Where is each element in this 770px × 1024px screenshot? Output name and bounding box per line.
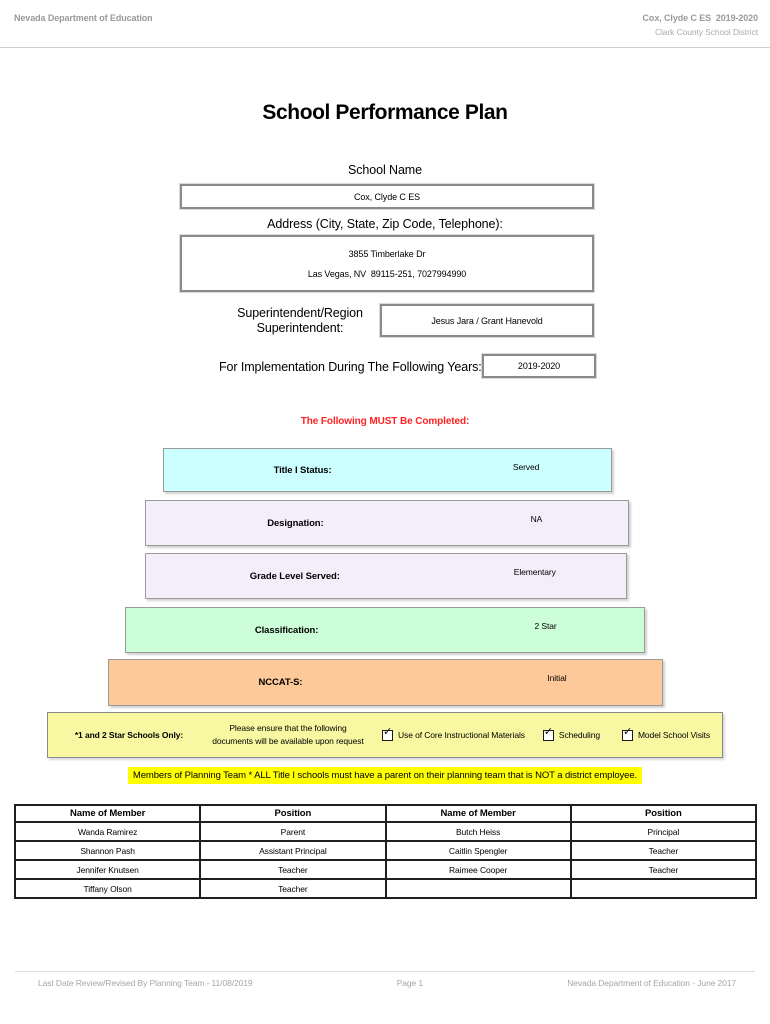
member-name-cell <box>384 878 572 899</box>
member-name-cell: Shannon Pash <box>13 840 202 861</box>
planning-team-notice-text: Members of Planning Team * ALL Title I s… <box>127 767 643 784</box>
star-schools-band: *1 and 2 Star Schools Only: Please ensur… <box>47 712 723 758</box>
header-district: Clark County School District <box>654 27 758 37</box>
checkbox-checked-icon[interactable]: ✓ <box>621 726 633 741</box>
member-name-cell: Jennifer Knutsen <box>13 859 202 880</box>
footer-revision-date: Last Date Review/Revised By Planning Tea… <box>38 978 253 988</box>
title1-status-label: Title I Status: <box>273 464 332 476</box>
grade-level-label: Grade Level Served: <box>249 570 340 582</box>
header-department: Nevada Department of Education <box>14 13 153 23</box>
table-row: Wanda Ramirez Parent Butch Heiss Princip… <box>13 821 758 842</box>
checkbox-model-visits[interactable]: ✓ Model School Visits <box>621 726 711 741</box>
member-name-cell: Raimee Cooper <box>384 859 572 880</box>
superintendent-label: Superintendent/Region Superintendent: <box>237 306 363 335</box>
page-title: School Performance Plan <box>262 101 508 124</box>
footer-divider <box>15 971 755 972</box>
star-schools-note: Please ensure that the following documen… <box>212 722 364 746</box>
checkbox-checked-icon[interactable]: ✓ <box>542 726 554 741</box>
must-complete-notice: The Following MUST Be Completed: <box>300 416 470 427</box>
implementation-years-field[interactable]: 2019-2020 <box>482 354 596 378</box>
col-header-name-2: Name of Member <box>384 804 572 823</box>
planning-team-notice: Members of Planning Team * ALL Title I s… <box>0 765 770 784</box>
checkbox-scheduling[interactable]: ✓ Scheduling <box>542 726 600 741</box>
member-position-cell: Teacher <box>199 859 387 880</box>
footer-page-number: Page 1 <box>396 978 424 988</box>
table-row: Jennifer Knutsen Teacher Raimee Cooper T… <box>13 859 758 880</box>
designation-row: Designation: NA <box>145 500 629 546</box>
member-name-cell: Butch Heiss <box>384 821 572 842</box>
address-line1: 3855 Timberlake Dr <box>348 248 426 259</box>
classification-row: Classification: 2 Star <box>125 607 645 653</box>
member-position-cell: Assistant Principal <box>199 840 387 861</box>
designation-label: Designation: <box>267 517 324 529</box>
col-header-position-1: Position <box>199 804 387 823</box>
table-row: Shannon Pash Assistant Principal Caitlin… <box>13 840 758 861</box>
grade-level-row: Grade Level Served: Elementary <box>145 553 627 599</box>
school-name-value: Cox, Clyde C ES <box>353 191 421 202</box>
member-position-cell <box>569 878 758 899</box>
star-schools-label: *1 and 2 Star Schools Only: <box>74 730 184 740</box>
table-row: Tiffany Olson Teacher <box>13 878 758 899</box>
member-position-cell: Principal <box>569 821 758 842</box>
planning-team-table: Name of Member Position Name of Member P… <box>13 804 758 899</box>
address-field[interactable]: 3855 Timberlake Dr Las Vegas, NV 89115-2… <box>180 235 594 292</box>
member-position-cell: Teacher <box>199 878 387 899</box>
title1-status-value[interactable]: Served <box>512 462 540 472</box>
school-name-field[interactable]: Cox, Clyde C ES <box>180 184 594 209</box>
superintendent-field[interactable]: Jesus Jara / Grant Hanevold <box>380 304 594 337</box>
superintendent-value: Jesus Jara / Grant Hanevold <box>431 315 543 326</box>
member-name-cell: Wanda Ramirez <box>13 821 202 842</box>
col-header-name-1: Name of Member <box>13 804 202 823</box>
member-position-cell: Teacher <box>569 859 758 880</box>
checkbox-core-materials[interactable]: ✓ Use of Core Instructional Materials <box>382 726 525 741</box>
nccats-value[interactable]: Initial <box>547 673 567 683</box>
implementation-years-value: 2019-2020 <box>517 361 561 371</box>
classification-value[interactable]: 2 Star <box>534 621 557 631</box>
checkbox-model-visits-label: Model School Visits <box>637 730 711 740</box>
page-footer: Last Date Review/Revised By Planning Tea… <box>38 978 736 988</box>
checkbox-scheduling-label: Scheduling <box>558 730 600 740</box>
header-divider <box>0 47 770 48</box>
member-name-cell: Caitlin Spengler <box>384 840 572 861</box>
member-name-cell: Tiffany Olson <box>13 878 202 899</box>
checkbox-checked-icon[interactable]: ✓ <box>382 726 393 741</box>
footer-source: Nevada Department of Education - June 20… <box>567 978 736 988</box>
implementation-years-label: For Implementation During The Following … <box>219 360 482 374</box>
col-header-position-2: Position <box>569 804 758 823</box>
table-header-row: Name of Member Position Name of Member P… <box>13 804 758 823</box>
school-name-label: School Name <box>348 163 422 177</box>
grade-level-value[interactable]: Elementary <box>513 567 556 577</box>
nccats-row: NCCAT-S: Initial <box>108 659 663 706</box>
designation-value[interactable]: NA <box>530 514 543 524</box>
classification-label: Classification: <box>254 624 319 636</box>
header-school-info: Cox, Clyde C ES 2019-2020 Clark County S… <box>642 13 759 37</box>
member-position-cell: Parent <box>199 821 387 842</box>
title1-status-row: Title I Status: Served <box>163 448 612 492</box>
address-label: Address (City, State, Zip Code, Telephon… <box>267 217 503 231</box>
address-line2: Las Vegas, NV 89115-251, 7027994990 <box>307 268 467 279</box>
nccats-label: NCCAT-S: <box>258 677 303 688</box>
header-school-year: Cox, Clyde C ES 2019-2020 <box>642 13 759 23</box>
checkbox-core-materials-label: Use of Core Instructional Materials <box>398 730 525 740</box>
member-position-cell: Teacher <box>569 840 758 861</box>
